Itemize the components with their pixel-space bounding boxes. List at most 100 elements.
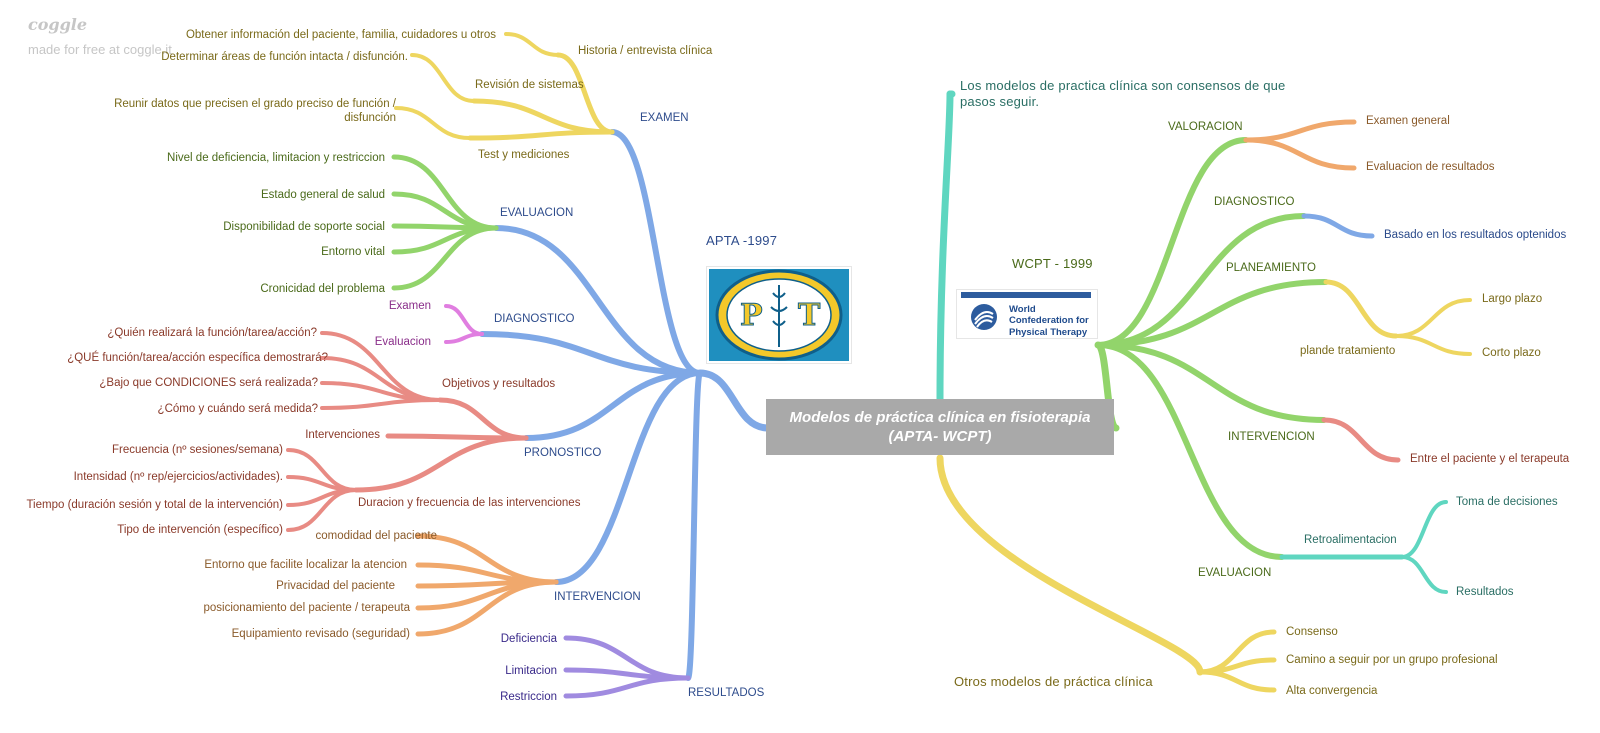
link-plan-item-2 (1394, 334, 1472, 356)
coggle-logo: coggle (28, 15, 88, 34)
objetivos-item-2[interactable]: ¿QUÉ función/tarea/acción específica dem… (67, 352, 328, 364)
link-revision-item (410, 53, 476, 103)
objetivos-item-1[interactable]: ¿Quién realizará la función/tarea/acción… (107, 327, 317, 339)
examen-test[interactable]: Test y mediciones (478, 149, 570, 161)
wcpt-evaluacion-title[interactable]: EVALUACION (1198, 567, 1272, 579)
wcpt-evaluacion-item-1[interactable]: Toma de decisiones (1456, 496, 1558, 508)
wcpt-diagnostico-item[interactable]: Basado en los resultados optenidos (1384, 229, 1567, 241)
intervencion-item-5[interactable]: Equipamiento revisado (seguridad) (231, 628, 410, 640)
resultados-item-3[interactable]: Restriccion (500, 691, 557, 703)
link-wint-item (1321, 417, 1401, 463)
diagnostico-item-1[interactable]: Examen (388, 300, 431, 312)
central-subtitle: (APTA- WCPT) (888, 428, 992, 445)
link-weval-item-2 (1400, 555, 1448, 594)
link-intervencion-item-2 (415, 562, 559, 585)
resultados-title[interactable]: RESULTADOS (688, 687, 765, 699)
wcpt-emblem-icon (971, 304, 997, 330)
examen-revision-item[interactable]: Determinar áreas de función intacta / di… (161, 51, 408, 63)
link-intervencion-item-5 (415, 579, 559, 637)
link-test-item (394, 106, 472, 140)
evaluacion-item-3[interactable]: Disponibilidad de soporte social (223, 221, 385, 233)
link-historia-item (504, 32, 560, 57)
examen-revision[interactable]: Revisión de sistemas (475, 79, 584, 91)
intervencion-item-1[interactable]: comodidad del paciente (315, 530, 437, 542)
duracion-item-2[interactable]: Intensidad (nº rep/ejercicios/actividade… (73, 471, 283, 483)
link-examen-historia (555, 52, 615, 135)
objetivos-item-3[interactable]: ¿Bajo que CONDICIONES será realizada? (99, 377, 318, 389)
wcpt-intervencion-title[interactable]: INTERVENCION (1228, 431, 1315, 443)
pronostico-title[interactable]: PRONOSTICO (524, 447, 602, 459)
duracion-item-1[interactable]: Frecuencia (nº sesiones/semana) (111, 444, 283, 456)
link-resultados-item-3 (563, 675, 691, 699)
intervencion-title[interactable]: INTERVENCION (554, 591, 641, 603)
valoracion-item-2[interactable]: Evaluacion de resultados (1366, 161, 1495, 173)
link-wcpt-planeamiento (1095, 279, 1329, 348)
link-plan-sub (1323, 279, 1399, 339)
evaluacion-item-1[interactable]: Nivel de deficiencia, limitacion y restr… (167, 152, 385, 164)
evaluacion-item-4[interactable]: Entorno vital (321, 246, 385, 258)
otros-item-3[interactable]: Alta convergencia (1286, 685, 1378, 697)
examen-title[interactable]: EXAMEN (640, 112, 689, 124)
wcpt-logo: World Confederation for Physical Therapy (956, 289, 1098, 339)
wcpt-intervencion-item[interactable]: Entre el paciente y el terapeuta (1410, 453, 1570, 465)
pronostico-objetivos[interactable]: Objetivos y resultados (442, 378, 556, 390)
wcpt-evaluacion-sub[interactable]: Retroalimentacion (1304, 534, 1397, 546)
central-node[interactable]: Modelos de práctica clínica en fisiotera… (766, 399, 1114, 455)
link-apta-evaluacion (493, 225, 703, 376)
link-duracion-item-2 (286, 475, 358, 492)
wcpt-diagnostico-title[interactable]: DIAGNOSTICO (1214, 196, 1295, 208)
link-otros-item-3 (1197, 669, 1277, 693)
planeamiento-item-1[interactable]: Largo plazo (1482, 293, 1543, 305)
intervencion-item-2[interactable]: Entorno que facilite localizar la atenci… (204, 559, 407, 571)
link-evaluacion-item-1 (391, 154, 499, 231)
central-title: Modelos de práctica clínica en fisiotera… (789, 408, 1091, 426)
pronostico-duracion[interactable]: Duracion y frecuencia de las intervencio… (358, 497, 581, 509)
diagnostico-title[interactable]: DIAGNOSTICO (494, 313, 575, 325)
intervencion-item-3[interactable]: Privacidad del paciente (276, 580, 395, 592)
evaluacion-title[interactable]: EVALUACION (500, 207, 574, 219)
link-evaluacion-item-5 (391, 225, 499, 291)
objetivos-item-4[interactable]: ¿Cómo y cuándo será medida? (157, 403, 318, 415)
examen-test-item[interactable]: Reunir datos que precisen el grado preci… (114, 98, 396, 125)
apta-root[interactable]: APTA -1997 (706, 233, 778, 248)
examen-historia-item[interactable]: Obtener información del paciente, famili… (185, 29, 496, 41)
otros-item-1[interactable]: Consenso (1286, 626, 1338, 638)
valoracion-item-1[interactable]: Examen general (1366, 115, 1450, 127)
link-examen-test (467, 129, 615, 141)
wcpt-intro[interactable]: Los modelos de practica clínica son cons… (960, 78, 1286, 110)
wcpt-root[interactable]: WCPT - 1999 (1012, 256, 1093, 271)
wcpt-evaluacion-item-2[interactable]: Resultados (1456, 586, 1514, 598)
link-apta-pronostico (523, 370, 703, 441)
otros-item-2[interactable]: Camino a seguir por un grupo profesional (1286, 654, 1498, 666)
link-plan-item-1 (1394, 298, 1472, 338)
intervencion-item-4[interactable]: posicionamiento del paciente / terapeuta (203, 602, 410, 614)
link-duracion-item-4 (286, 488, 358, 532)
evaluacion-item-5[interactable]: Cronicidad del problema (260, 283, 385, 295)
planeamiento-item-2[interactable]: Corto plazo (1482, 347, 1541, 359)
evaluacion-item-2[interactable]: Estado general de salud (260, 189, 385, 201)
otros-title[interactable]: Otros modelos de práctica clínica (954, 674, 1153, 689)
link-wdiag-item (1301, 213, 1375, 239)
duracion-item-4[interactable]: Tipo de intervención (específico) (117, 524, 283, 536)
planeamiento-sub[interactable]: plande tratamiento (1300, 345, 1396, 357)
duracion-item-3[interactable]: Tiempo (duración sesión y total de la in… (26, 499, 283, 511)
wcpt-logo-text: World Confederation for Physical Therapy (1009, 304, 1089, 338)
pronostico-intervenciones[interactable]: Intervenciones (305, 429, 380, 441)
diagnostico-item-2[interactable]: Evaluacion (374, 336, 431, 348)
link-apta-diagnostico (479, 331, 703, 376)
link-wcpt-intervencion (1095, 342, 1327, 423)
resultados-item-2[interactable]: Limitacion (505, 665, 557, 677)
planeamiento-title[interactable]: PLANEAMIENTO (1226, 262, 1316, 274)
link-wcpt-diagnostico (1095, 213, 1307, 348)
resultados-item-1[interactable]: Deficiencia (500, 633, 557, 645)
apta-seal-icon: P T (709, 269, 849, 361)
valoracion-title[interactable]: VALORACION (1168, 121, 1243, 133)
link-apta-examen (609, 129, 703, 376)
link-central-otros (936, 454, 1204, 676)
link-apta-resultados (685, 370, 703, 681)
link-pron-duracion (353, 435, 529, 493)
examen-historia[interactable]: Historia / entrevista clínica (578, 45, 713, 57)
link-pron-objetivos (437, 397, 529, 441)
